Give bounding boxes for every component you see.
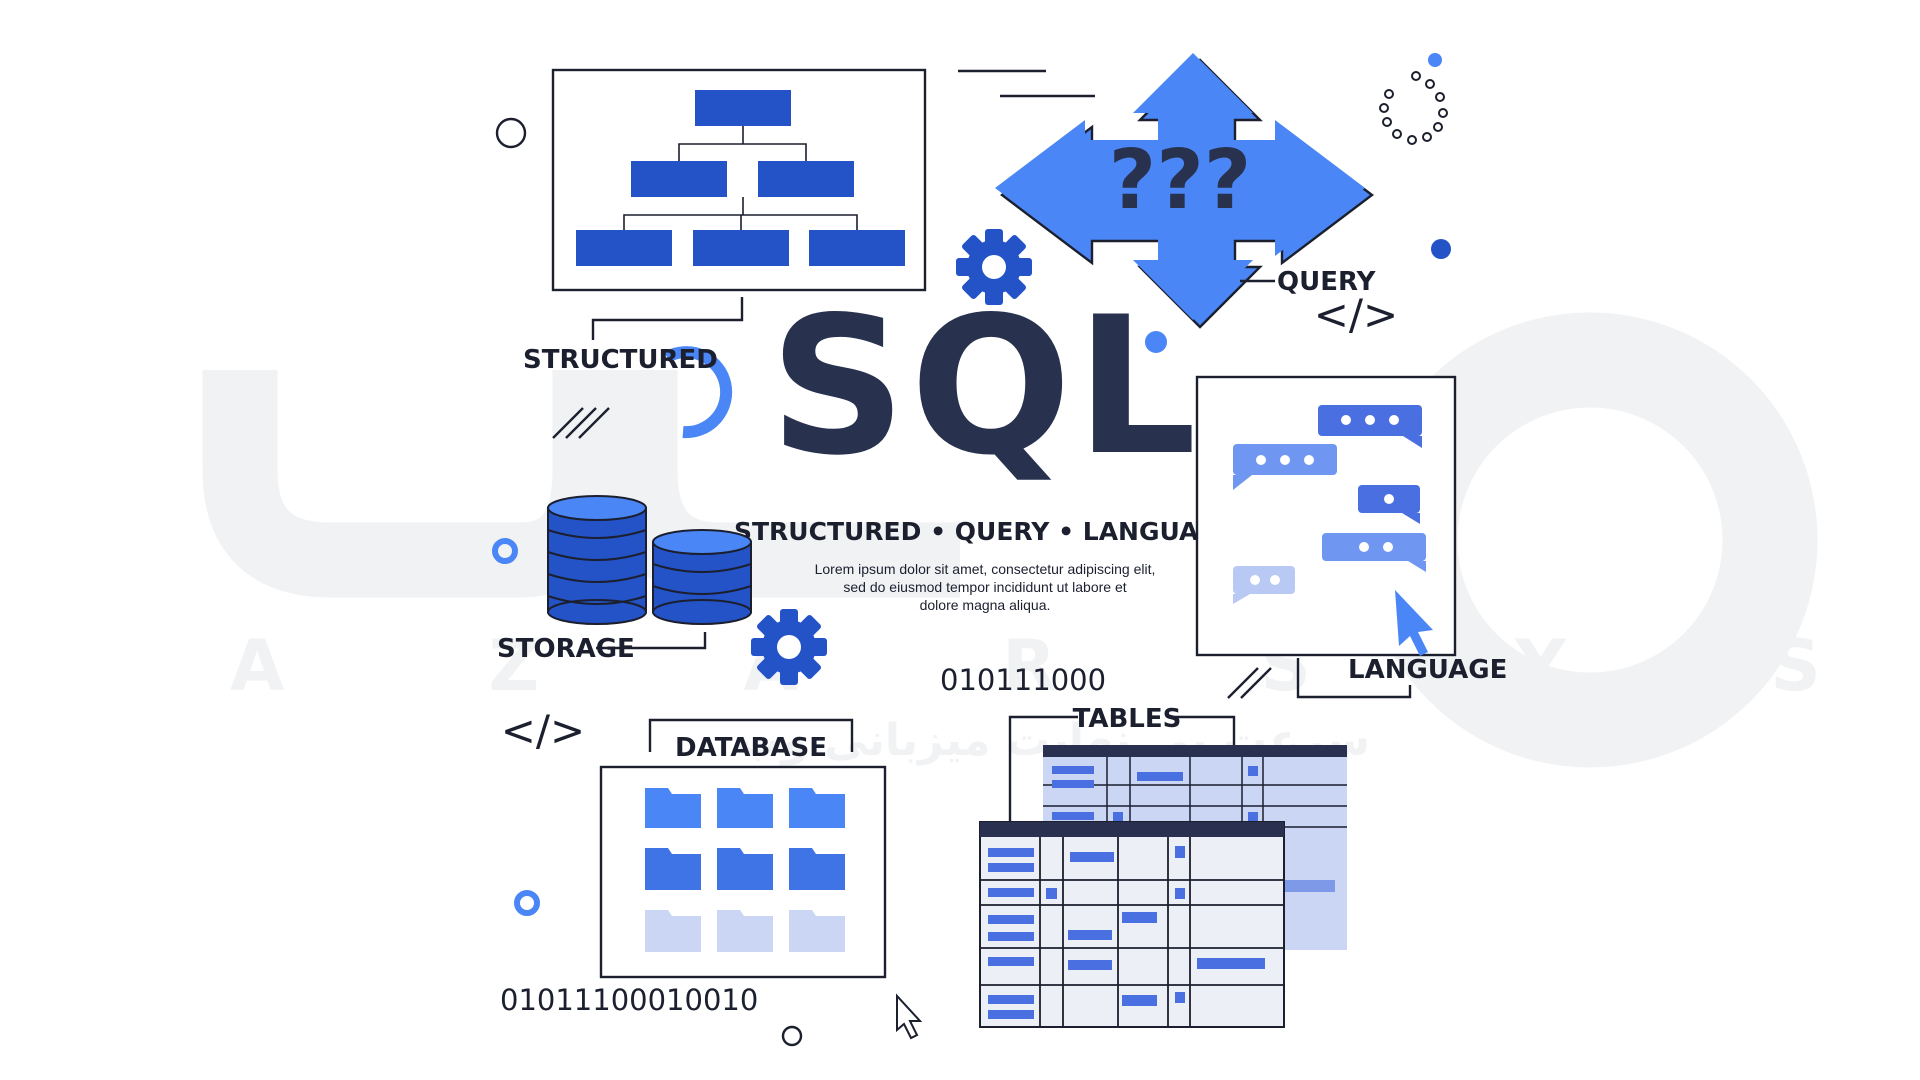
connector-line [591,297,744,340]
ring-decoration [495,117,527,149]
spreadsheet-icon [979,821,1285,1028]
ring-decoration [492,538,518,564]
binary-top: 010111000 [940,663,1106,697]
folder-grid-icon [599,765,887,979]
dot-decoration [1145,331,1167,353]
gear-icon [956,229,1032,305]
code-tag-icon: </> [1314,290,1399,339]
description-line: dolore magna aliqua. [920,597,1051,613]
description-line: sed do eiusmod tempor incididunt ut labo… [843,579,1126,595]
subtitle: STRUCTURED • QUERY • LANGUAGE [734,517,1236,546]
description-line: Lorem ipsum dolor sit amet, consectetur … [815,561,1156,577]
connector-line [596,632,707,650]
binary-bottom: 01011100010010 [500,983,758,1017]
ring-decoration [514,890,540,916]
label-query: QUERY [1277,267,1377,297]
label-language: LANGUAGE [1348,655,1507,685]
cursor-icon [896,993,923,1040]
label-tables: TABLES [1073,704,1182,734]
connector-line [1296,658,1412,699]
loading-dots-decoration [1379,71,1448,145]
label-structured: STRUCTURED [523,345,718,375]
arc-decoration [664,346,733,439]
code-tag-icon: </> [501,706,586,755]
question-marks: ??? [1109,133,1252,228]
hierarchy-diagram-icon [551,68,927,292]
connector-line [1008,715,1236,823]
dot-decoration [1428,53,1442,67]
watermark-letters: A Z A R S Y S [230,625,1911,707]
page-title: SQL [769,276,1200,497]
decorations [492,53,1451,1047]
ring-decoration [781,1025,803,1047]
dot-decoration [1431,239,1451,259]
database-stack-icon [547,495,752,625]
hatch-decoration [1227,667,1272,699]
hatch-decoration [552,407,610,439]
cursor-icon [1395,590,1433,656]
connector-line [648,718,854,752]
label-database: DATABASE [675,733,827,763]
gear-icon [751,609,827,685]
label-storage: STORAGE [497,634,635,664]
arrows-cross-icon: ??? [995,53,1374,329]
